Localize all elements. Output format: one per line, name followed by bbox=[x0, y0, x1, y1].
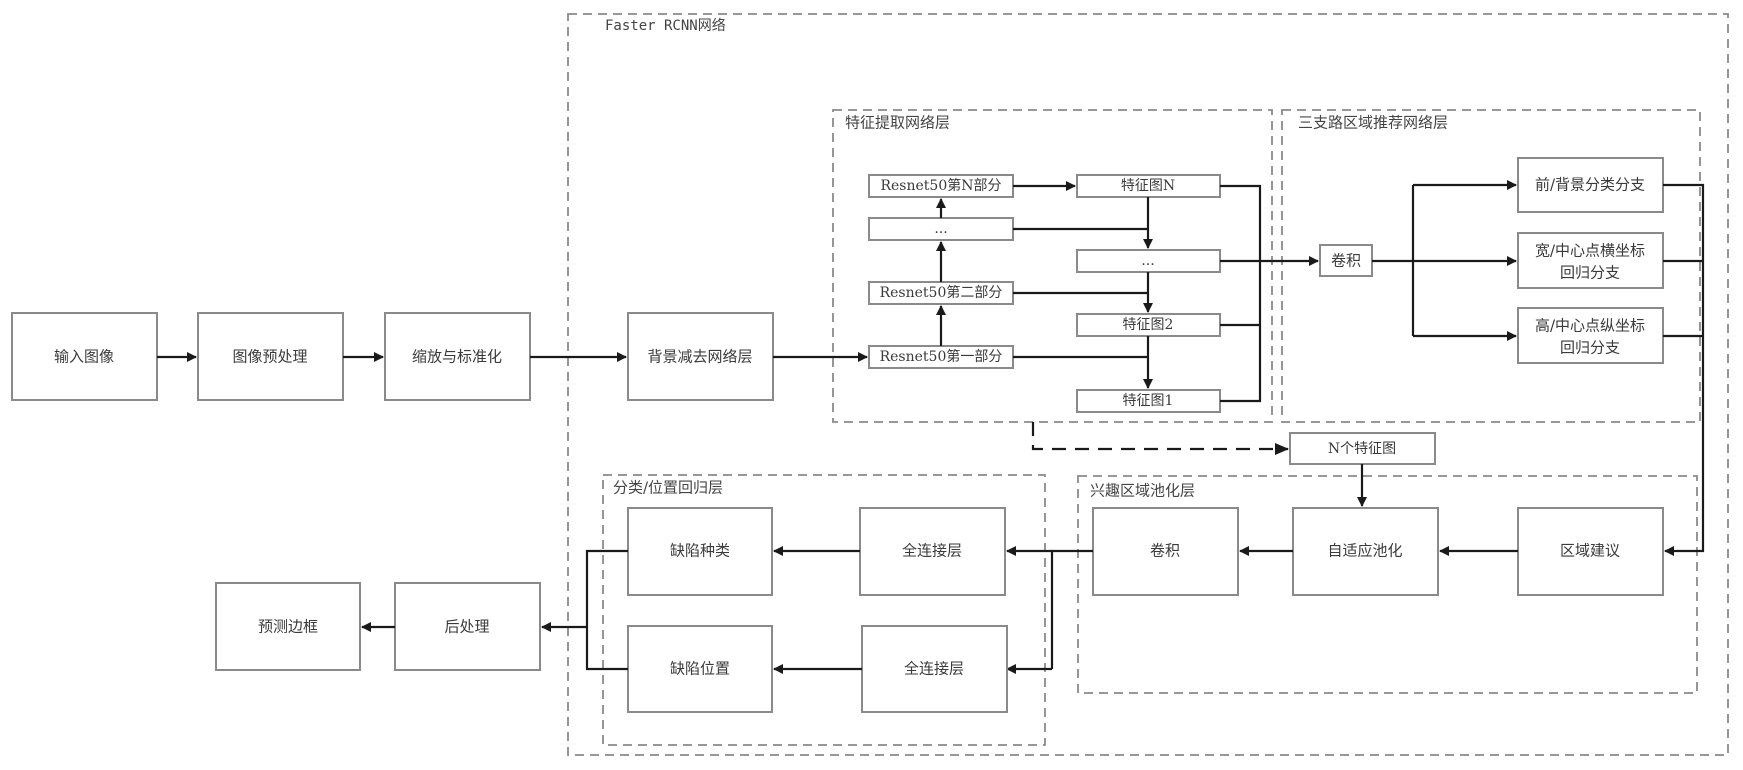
node-label: 预测边框 bbox=[258, 618, 318, 636]
node-label: 特征图1 bbox=[1123, 393, 1174, 409]
node-defect-type: 缺陷种类 bbox=[627, 507, 773, 596]
group-title-classification: 分类/位置回归层 bbox=[613, 479, 723, 497]
group-title-rpn: 三支路区域推荐网络层 bbox=[1298, 114, 1448, 132]
node-label-line2: 回归分支 bbox=[1560, 339, 1620, 357]
node-label: 特征图N bbox=[1121, 178, 1175, 194]
node-label: 后处理 bbox=[444, 618, 489, 636]
node-background-subtraction: 背景减去网络层 bbox=[627, 312, 774, 401]
group-faster-rcnn: Faster RCNN网络 bbox=[567, 13, 1729, 756]
node-feature-map-1: 特征图1 bbox=[1076, 389, 1221, 413]
node-defect-location: 缺陷位置 bbox=[627, 625, 773, 713]
connector bbox=[1220, 184, 1262, 403]
group-rpn: 三支路区域推荐网络层 bbox=[1281, 109, 1701, 423]
node-label: 全连接层 bbox=[902, 542, 962, 560]
node-resnet-part-2: Resnet50第二部分 bbox=[868, 281, 1014, 305]
node-resnet-part-n: Resnet50第N部分 bbox=[868, 174, 1014, 198]
group-title-faster-rcnn: Faster RCNN网络 bbox=[605, 18, 726, 34]
node-rpn-branch-height: 高/中心点纵坐标 回归分支 bbox=[1517, 307, 1664, 364]
node-feature-map-2: 特征图2 bbox=[1076, 313, 1221, 337]
group-roi-pooling: 兴趣区域池化层 bbox=[1077, 475, 1698, 694]
node-roi-conv: 卷积 bbox=[1092, 507, 1239, 596]
node-label: 全连接层 bbox=[904, 660, 964, 678]
node-input-image: 输入图像 bbox=[11, 312, 158, 401]
arrow bbox=[1663, 183, 1705, 556]
node-label-line1: 高/中心点纵坐标 bbox=[1535, 317, 1645, 335]
node-region-proposal: 区域建议 bbox=[1517, 507, 1664, 596]
node-label: 特征图2 bbox=[1123, 317, 1174, 333]
node-postprocess: 后处理 bbox=[394, 582, 541, 671]
node-resnet-part-ellipsis: ... bbox=[868, 217, 1014, 241]
node-label: 卷积 bbox=[1331, 252, 1361, 270]
node-rpn-branch-width: 宽/中心点横坐标 回归分支 bbox=[1517, 232, 1664, 289]
node-label: 背景减去网络层 bbox=[647, 348, 752, 366]
node-label: N个特征图 bbox=[1328, 441, 1396, 457]
node-preprocess: 图像预处理 bbox=[197, 312, 344, 401]
node-label-line1: 宽/中心点横坐标 bbox=[1535, 242, 1645, 260]
node-label: 输入图像 bbox=[54, 348, 114, 366]
node-label: 前/背景分类分支 bbox=[1535, 176, 1645, 194]
node-fc-bottom: 全连接层 bbox=[861, 625, 1008, 713]
node-label: 卷积 bbox=[1150, 542, 1180, 560]
connector bbox=[585, 549, 628, 671]
node-label: Resnet50第一部分 bbox=[880, 348, 1003, 365]
group-title-feature-extraction: 特征提取网络层 bbox=[845, 114, 950, 132]
node-label: 图像预处理 bbox=[232, 348, 307, 366]
node-label: Resnet50第二部分 bbox=[880, 284, 1003, 301]
group-title-roi-pooling: 兴趣区域池化层 bbox=[1090, 482, 1195, 500]
group-classification: 分类/位置回归层 bbox=[602, 474, 1046, 746]
node-label: ... bbox=[1141, 253, 1154, 269]
node-label: Resnet50第N部分 bbox=[880, 177, 1001, 194]
node-resnet-part-1: Resnet50第一部分 bbox=[868, 345, 1014, 369]
node-label-line2: 回归分支 bbox=[1560, 264, 1620, 282]
connector bbox=[1050, 549, 1093, 669]
node-rpn-conv: 卷积 bbox=[1319, 244, 1373, 277]
node-label: 区域建议 bbox=[1560, 542, 1620, 560]
node-fc-top: 全连接层 bbox=[859, 507, 1006, 596]
node-feature-map-n: 特征图N bbox=[1076, 174, 1221, 198]
node-label: ... bbox=[934, 221, 947, 237]
node-n-feature-maps: N个特征图 bbox=[1289, 432, 1436, 465]
node-scale-normalize: 缩放与标准化 bbox=[384, 312, 531, 401]
node-label: 缩放与标准化 bbox=[412, 348, 502, 366]
dashed-arrow bbox=[1031, 422, 1289, 455]
node-label: 缺陷位置 bbox=[670, 660, 730, 678]
node-adaptive-pooling: 自适应池化 bbox=[1292, 507, 1439, 596]
node-predicted-bbox: 预测边框 bbox=[215, 582, 361, 671]
node-rpn-branch-cls: 前/背景分类分支 bbox=[1517, 157, 1664, 213]
node-label: 缺陷种类 bbox=[670, 542, 730, 560]
group-feature-extraction: 特征提取网络层 bbox=[832, 109, 1273, 423]
node-feature-map-ellipsis: ... bbox=[1076, 249, 1221, 273]
node-label: 自适应池化 bbox=[1327, 542, 1402, 560]
